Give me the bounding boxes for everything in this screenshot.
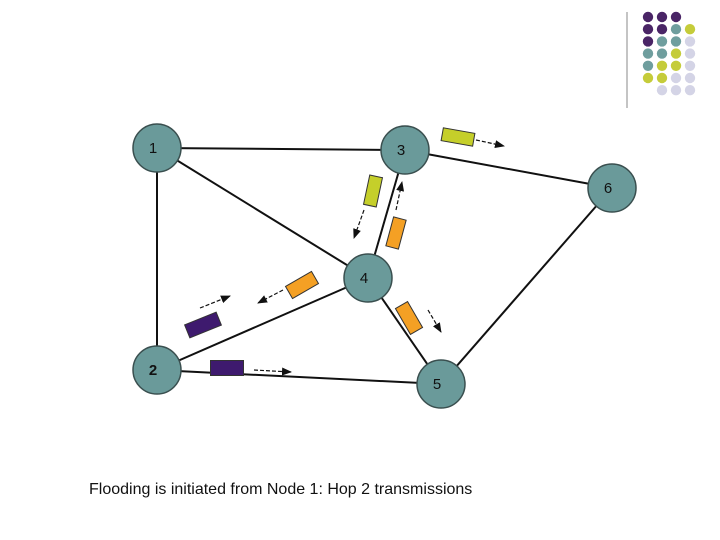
decor-dot [670, 60, 682, 71]
packet-3-to-6 [440, 127, 476, 147]
node-2: 2 [132, 345, 182, 395]
packets [183, 127, 476, 376]
edge-2-5 [156, 369, 442, 385]
direction-arrows [199, 139, 505, 376]
packet-3-to-4 [362, 174, 384, 208]
node-5-circle [416, 359, 466, 409]
node-6-circle [587, 163, 637, 213]
nodes: 1 3 6 4 2 5 [132, 123, 637, 409]
node-4-circle [343, 253, 393, 303]
decor-dot [684, 36, 696, 47]
decor-dot [670, 48, 682, 59]
decor-dot [684, 60, 696, 71]
decor-dot [656, 72, 668, 84]
edge-1-3 [156, 147, 406, 151]
edges [156, 147, 613, 385]
decor-dot [684, 48, 696, 59]
node-1: 1 [132, 123, 182, 173]
decorative-dot-grid [642, 11, 696, 96]
node-6-label: 6 [604, 180, 612, 197]
decor-dot [670, 24, 682, 35]
node-3-label: 3 [397, 142, 405, 159]
packet-2-to-4 [183, 311, 223, 339]
node-3: 3 [380, 125, 430, 175]
decor-dot [670, 72, 682, 84]
decor-dot [642, 24, 654, 35]
decor-dot [684, 85, 696, 96]
edge-1-4 [156, 147, 369, 279]
decor-dot [642, 36, 654, 47]
arrow-2-to-4 [199, 295, 231, 309]
node-5-label: 5 [433, 376, 441, 393]
node-4: 4 [343, 253, 393, 303]
decor-dot [670, 36, 682, 47]
edge-4-2 [156, 277, 369, 371]
node-1-label: 1 [149, 140, 157, 157]
decor-dot [684, 24, 696, 35]
node-3-circle [380, 125, 430, 175]
decor-dot [642, 48, 654, 59]
node-2-label: 2 [149, 362, 157, 379]
arrow-3-to-4 [353, 209, 365, 239]
packet-4-to-5 [394, 300, 424, 336]
decor-dot [656, 48, 668, 59]
node-2-circle [132, 345, 182, 395]
decor-dot [670, 85, 682, 96]
packet-2-to-5 [210, 360, 244, 376]
decor-dot [684, 72, 696, 84]
edge-6-5 [440, 187, 613, 385]
packet-4-to-3 [385, 216, 407, 250]
decor-dot [656, 11, 668, 23]
decor-dot [656, 85, 668, 96]
edge-3-6 [404, 149, 613, 189]
node-5: 5 [416, 359, 466, 409]
arrow-4-to-2 [257, 289, 284, 304]
arrow-3-to-6 [475, 139, 505, 149]
decor-dot [670, 11, 682, 23]
node-1-circle [132, 123, 182, 173]
decor-dot [656, 36, 668, 47]
caption: Flooding is initiated from Node 1: Hop 2… [89, 481, 473, 498]
packet-4-to-2 [284, 270, 320, 300]
node-6: 6 [587, 163, 637, 213]
decor-dot [642, 60, 654, 71]
arrow-4-to-5 [427, 309, 442, 333]
arrow-4-to-3 [395, 181, 405, 211]
arrow-2-to-5 [253, 367, 292, 376]
decor-dot [656, 24, 668, 35]
decor-dot [642, 72, 654, 84]
node-4-label: 4 [360, 270, 368, 287]
decor-dot [642, 11, 654, 23]
decor-dot [656, 60, 668, 71]
